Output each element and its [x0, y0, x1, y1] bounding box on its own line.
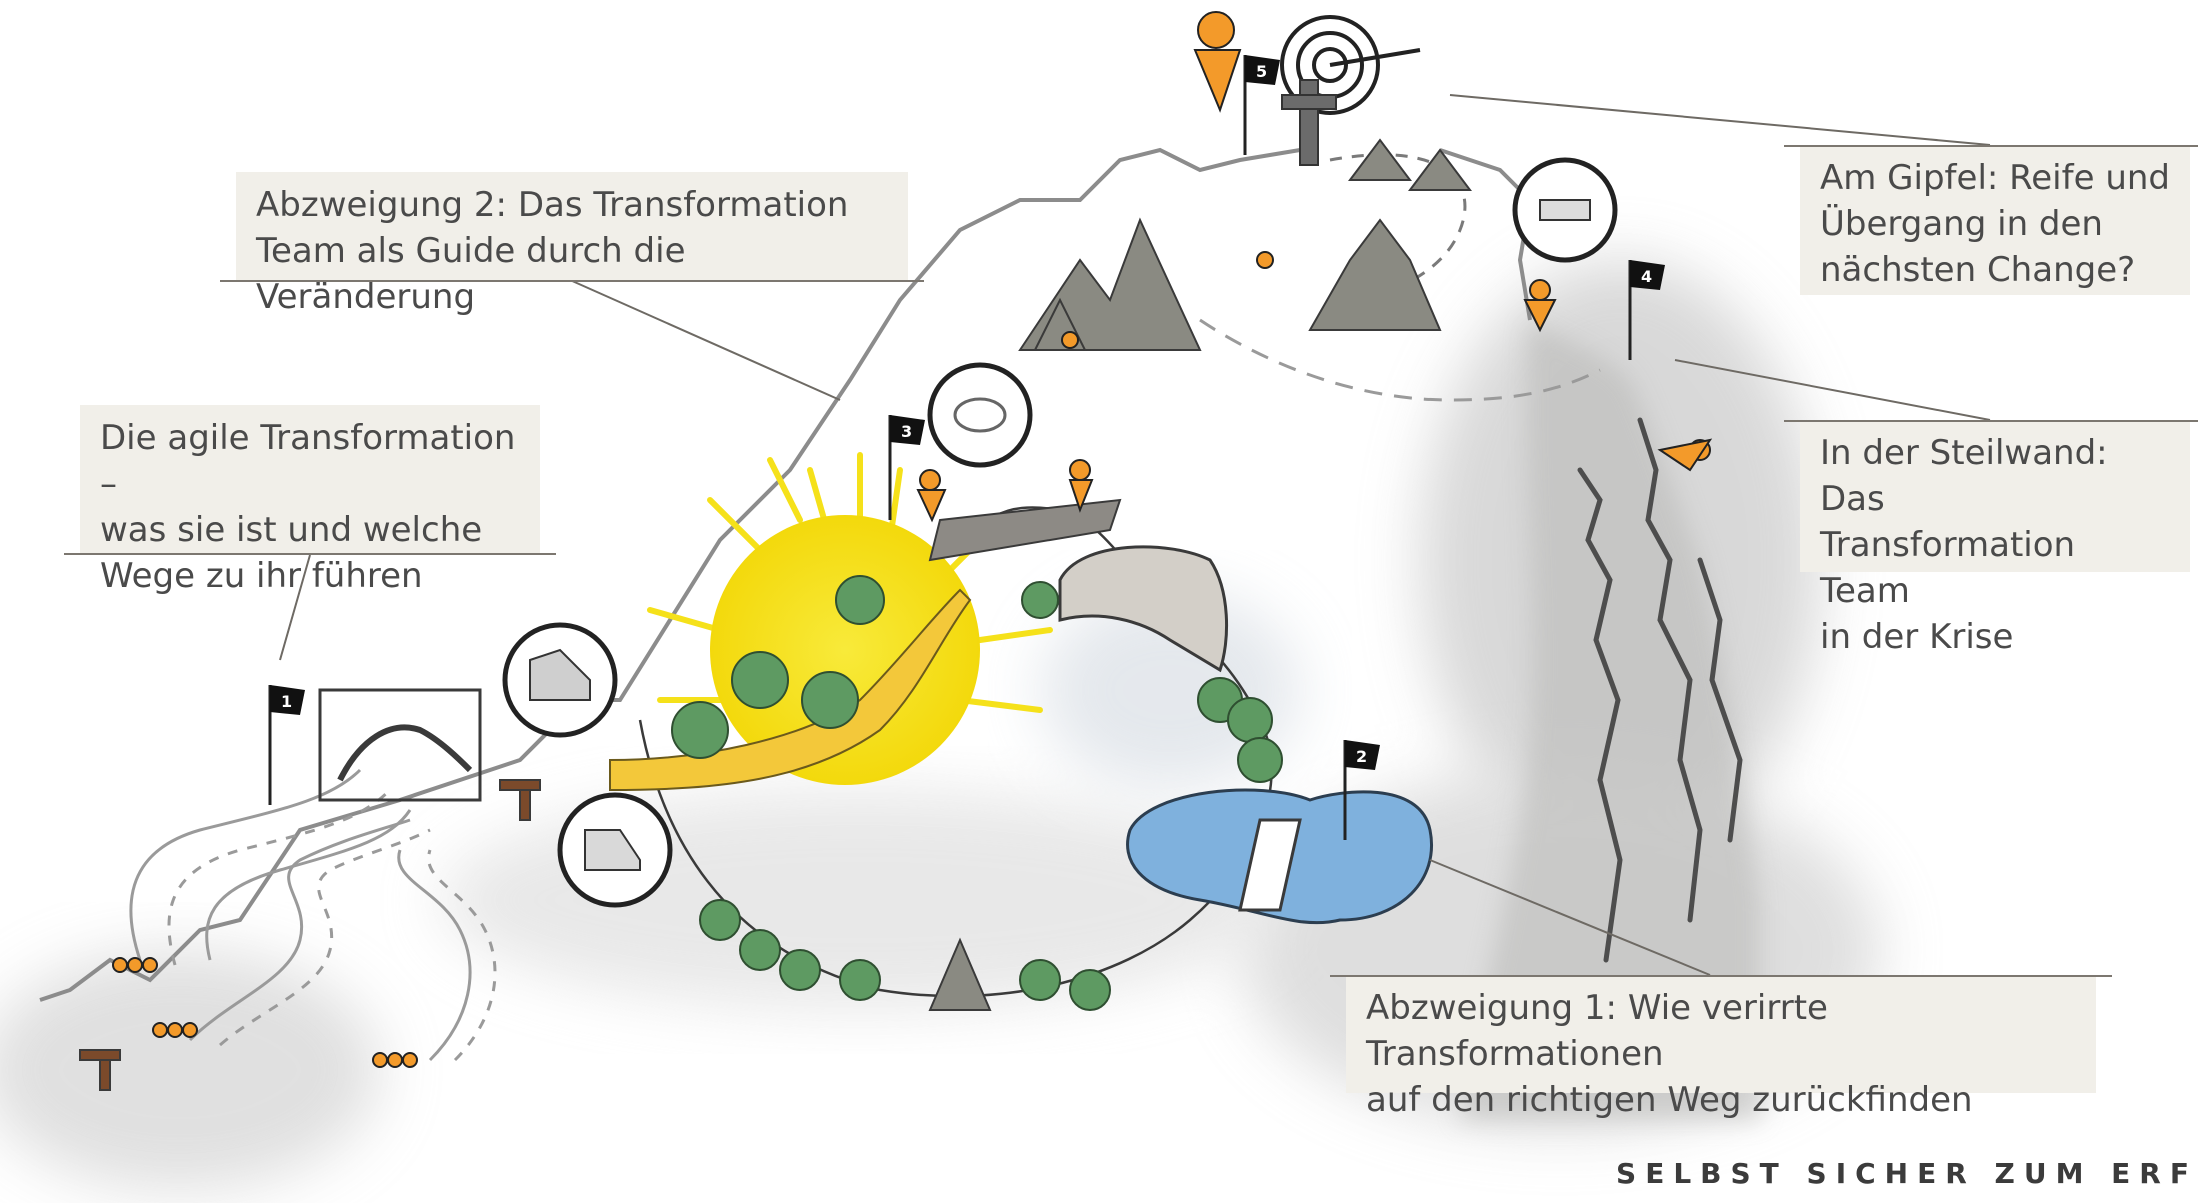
- callout-summit-line-1: Am Gipfel: Reife und: [1820, 158, 2170, 198]
- signpost: [79, 779, 541, 1091]
- callout-connectors: [279, 94, 1991, 976]
- tunnel: [1058, 545, 1228, 673]
- callout-summit-line-3: nächsten Change?: [1820, 250, 2136, 290]
- dashed-trail: [1199, 318, 1601, 402]
- callout-branch-1-rule: [1330, 975, 2112, 977]
- callout-branch-1: Abzweigung 1: Wie verirrte Transformatio…: [1330, 975, 2112, 1120]
- cliff-face: [1460, 320, 1760, 1120]
- inline-skate-icon: [502, 622, 618, 738]
- sunny-road: [609, 588, 972, 792]
- callout-intro-line-3: Wege zu ihr führen: [100, 556, 423, 596]
- flag-4-label: 4: [1641, 267, 1652, 286]
- flag-2-label: 2: [1356, 747, 1367, 766]
- trees: [671, 575, 1283, 1011]
- callout-summit-rule: [1784, 145, 2198, 147]
- callout-intro: Die agile Transformation – was sie ist u…: [64, 405, 556, 596]
- starting-paths: [129, 768, 497, 1062]
- flag-3-label: 3: [901, 422, 912, 441]
- tangled-roots-frame: [318, 688, 482, 802]
- sun-icon: [647, 452, 1053, 785]
- callout-branch-1-line-1: Abzweigung 1: Wie verirrte Transformatio…: [1366, 988, 1828, 1074]
- tagline: SELBST SICHER ZUM ERF: [1616, 1157, 2198, 1190]
- flag-1: 1: [268, 685, 305, 805]
- crampon-icon: [1512, 157, 1618, 263]
- callout-branch-2-rule: [220, 280, 924, 282]
- callout-cliff-line-1: In der Steilwand: Das: [1820, 433, 2108, 519]
- climbing-rope-icon: [927, 362, 1033, 468]
- flag-1-label: 1: [281, 692, 292, 711]
- callout-cliff: In der Steilwand: Das Transformation Tea…: [1784, 420, 2198, 657]
- picnic-table: [928, 498, 1122, 562]
- flag-2: 2: [1343, 740, 1380, 840]
- hiking-boot-icon: [557, 792, 673, 908]
- orange-figures: [112, 11, 1713, 1068]
- callout-intro-line-1: Die agile Transformation –: [100, 418, 516, 504]
- rock-peaks: [928, 138, 1472, 1011]
- cliff-cracks: [1577, 417, 1743, 963]
- callout-branch-2: Abzweigung 2: Das Transformation Team al…: [220, 172, 924, 317]
- flag-5: 5: [1243, 55, 1280, 155]
- callout-cliff-rule: [1784, 420, 2198, 422]
- callout-branch-1-line-2: auf den richtigen Weg zurückfinden: [1366, 1080, 1973, 1120]
- summit-cross-icon: [1281, 79, 1337, 166]
- mountain-outline: [39, 147, 1301, 1002]
- callout-intro-rule: [64, 553, 556, 555]
- callout-cliff-line-3: in der Krise: [1820, 617, 2014, 657]
- callout-summit-line-2: Übergang in den: [1820, 204, 2103, 244]
- callout-branch-2-line-1: Abzweigung 2: Das Transformation: [256, 185, 849, 225]
- callout-branch-2-line-2: Team als Guide durch die Veränderung: [256, 231, 686, 317]
- flag-5-label: 5: [1256, 62, 1267, 81]
- callout-intro-line-2: was sie ist und welche: [100, 510, 483, 550]
- flag-3: 3: [888, 415, 925, 520]
- callout-cliff-line-2: Transformation Team: [1820, 525, 2076, 611]
- callout-summit: Am Gipfel: Reife und Übergang in den näc…: [1784, 145, 2198, 295]
- flag-4: 4: [1628, 260, 1665, 360]
- lake-bridge: [1238, 818, 1302, 912]
